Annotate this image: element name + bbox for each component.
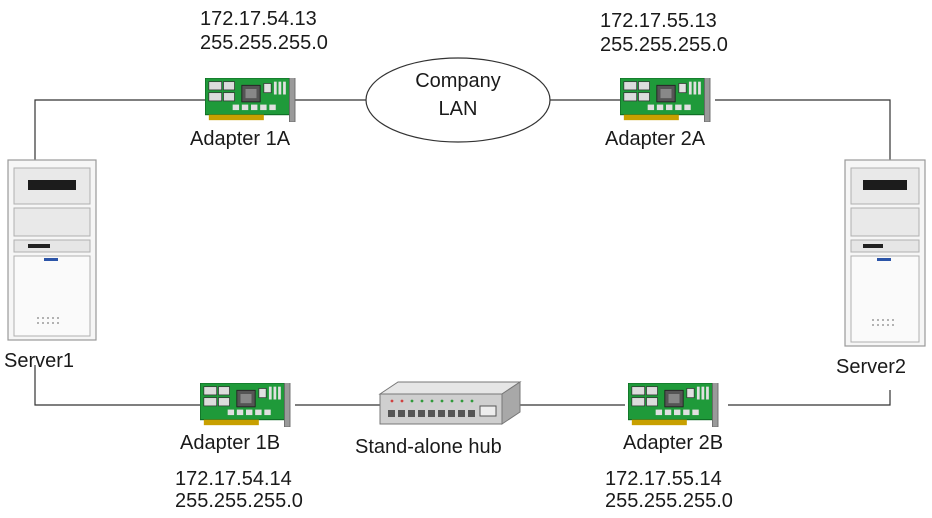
adapter-2b-mask: 255.255.255.0 — [605, 490, 733, 512]
link-adapter2b-server2 — [728, 390, 891, 406]
adapter-1a-card — [205, 78, 296, 122]
adapter-1a-ip: 172.17.54.13 — [200, 8, 317, 30]
connections — [34, 99, 891, 406]
hub-label: Stand-alone hub — [355, 436, 502, 458]
server1-tower — [7, 159, 97, 341]
link-adapter2a-server2 — [715, 99, 891, 160]
adapter-1b-label: Adapter 1B — [180, 432, 281, 454]
adapter-2b-ip: 172.17.55.14 — [605, 468, 722, 490]
adapter-2b-label: Adapter 2B — [623, 432, 724, 454]
link-server1-adapter1a — [34, 99, 205, 165]
company-lan-label-line2: LAN — [438, 98, 478, 120]
adapter-1a-mask: 255.255.255.0 — [200, 32, 328, 54]
server1-label: Server1 — [4, 350, 75, 372]
server2-label: Server2 — [836, 356, 907, 378]
company-lan-label-line1: Company — [415, 70, 501, 92]
adapter-2a-card — [620, 78, 711, 122]
adapter-2a-label: Adapter 2A — [605, 128, 706, 150]
server2-tower — [844, 159, 926, 347]
link-server1-adapter1b — [34, 365, 200, 406]
adapter-1b-ip: 172.17.54.14 — [175, 468, 292, 490]
adapter-2a-ip: 172.17.55.13 — [600, 10, 717, 32]
company-lan-cloud — [365, 57, 551, 143]
adapter-1b-mask: 255.255.255.0 — [175, 490, 303, 512]
adapter-2b-card — [628, 383, 719, 427]
adapter-1a-label: Adapter 1A — [190, 128, 291, 150]
adapter-1b-card — [200, 383, 291, 427]
stand-alone-hub — [378, 381, 522, 425]
adapter-2a-mask: 255.255.255.0 — [600, 34, 728, 56]
